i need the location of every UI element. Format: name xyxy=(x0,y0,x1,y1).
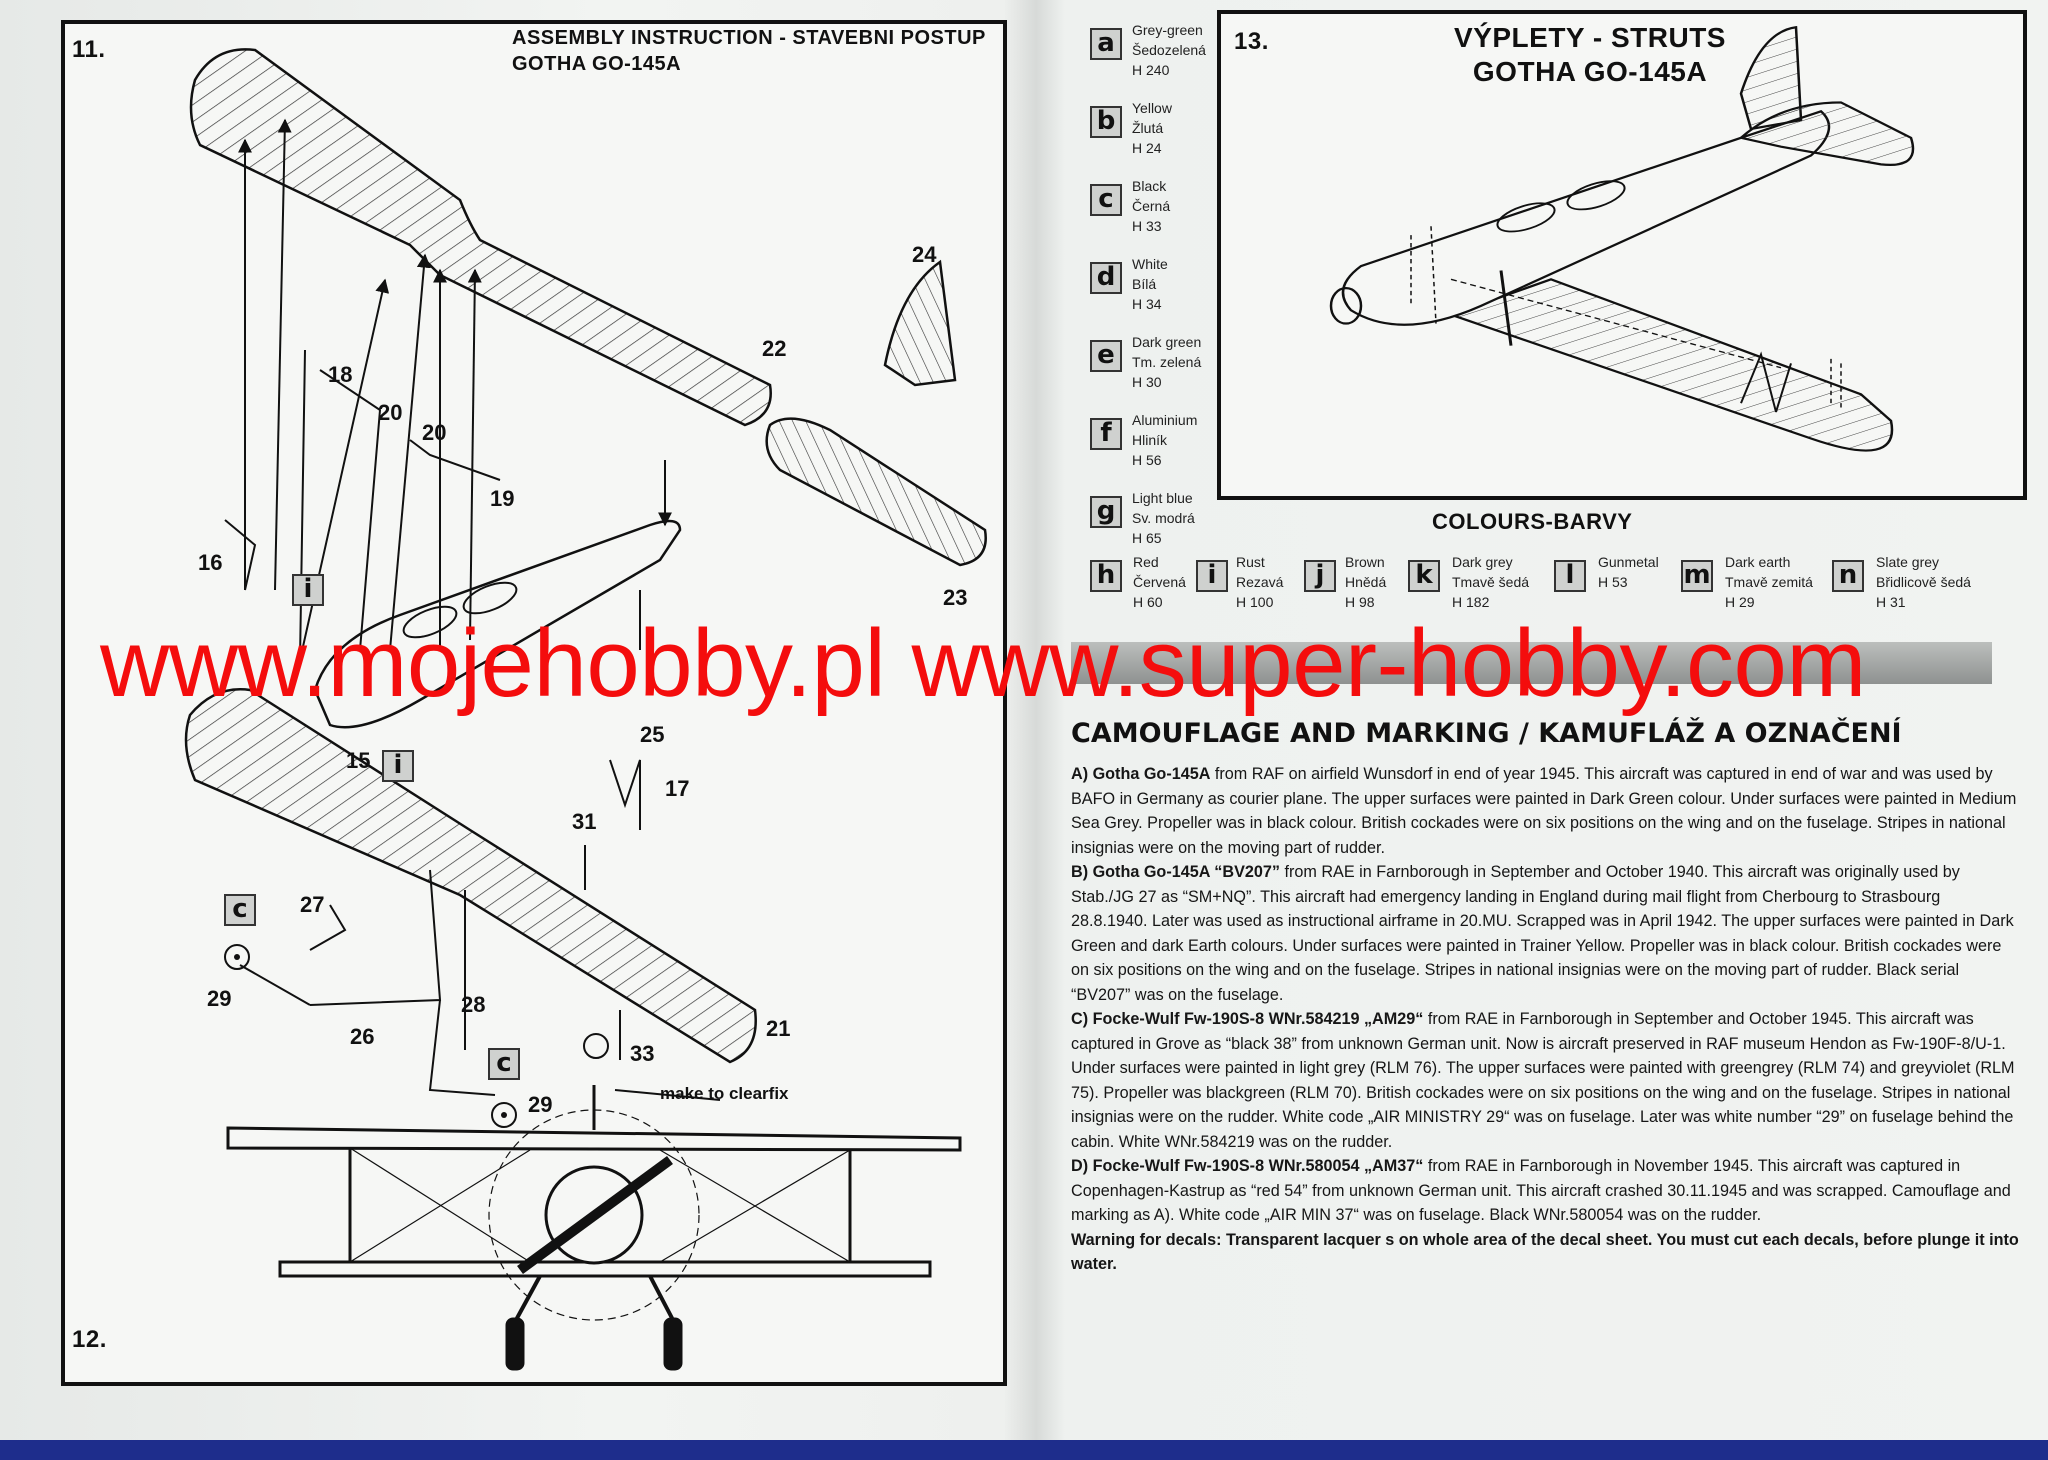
strut-parts-and-arrows xyxy=(224,118,721,1101)
watermark: www.mojehobby.pl www.super-hobby.com xyxy=(100,610,1866,717)
scheme-d: D) Focke-Wulf Fw-190S-8 WNr.580054 „AM37… xyxy=(1071,1157,2011,1224)
part-number: 17 xyxy=(665,776,689,801)
fin xyxy=(883,259,957,387)
assembly-subheader: GOTHA GO-145A xyxy=(512,53,682,75)
colour-swatch-m: m xyxy=(1681,560,1713,592)
camouflage-title: CAMOUFLAGE AND MARKING / KAMUFLÁŽ A OZNA… xyxy=(1071,718,1902,749)
fuselage xyxy=(313,519,682,729)
clearfix-note: make to clearfix xyxy=(660,1084,789,1103)
marking-descriptions: A) Gotha Go-145A from RAF on airfield Wu… xyxy=(1071,762,2021,1277)
part-number: 22 xyxy=(762,336,786,361)
step-number-13: 13. xyxy=(1234,28,1269,55)
colour-swatch-g: g xyxy=(1090,496,1122,528)
part-number: 19 xyxy=(490,486,514,511)
part-number: 18 xyxy=(328,362,352,387)
scheme-b: B) Gotha Go-145A “BV207” from RAE in Far… xyxy=(1071,863,2014,1004)
struts-drawing xyxy=(1329,25,1915,452)
colour-swatch-i: i xyxy=(1196,560,1228,592)
colour-callout: i xyxy=(292,574,324,606)
colour-callout: c xyxy=(224,894,256,926)
part-number: 31 xyxy=(572,809,596,834)
part-number: 20 xyxy=(378,400,402,425)
front-view-biplane xyxy=(226,1085,962,1371)
upper-wing xyxy=(189,48,772,427)
part-number: 21 xyxy=(766,1016,790,1041)
part-number: 29 xyxy=(207,986,231,1011)
assembly-drawing: 24 22 18 20 20 19 16 23 25 15 17 31 27 2… xyxy=(184,48,987,1371)
table-surface xyxy=(0,1440,2048,1460)
scheme-a: A) Gotha Go-145A from RAF on airfield Wu… xyxy=(1071,765,2017,857)
colours-title: COLOURS-BARVY xyxy=(1432,509,1633,534)
section-divider-bar xyxy=(1071,642,1992,684)
struts-frame xyxy=(1217,10,2027,500)
part-number: 27 xyxy=(300,892,324,917)
part-number: 16 xyxy=(198,550,222,575)
part-number: 25 xyxy=(640,722,664,747)
colour-swatch-j: j xyxy=(1304,560,1336,592)
colour-swatch-k: k xyxy=(1408,560,1440,592)
part-number: 28 xyxy=(461,992,485,1017)
colour-swatch-h: h xyxy=(1090,560,1122,592)
struts-subtitle: GOTHA GO-145A xyxy=(1472,56,1708,87)
colour-swatch-d: d xyxy=(1090,262,1122,294)
part-number: 20 xyxy=(422,420,446,445)
tailplane xyxy=(765,417,987,567)
colour-swatch-n: n xyxy=(1832,560,1864,592)
colour-swatch-l: l xyxy=(1554,560,1586,592)
part-number: 23 xyxy=(943,585,967,610)
assembly-header: ASSEMBLY INSTRUCTION - STAVEBNI POSTUP xyxy=(512,27,986,49)
part-number: 24 xyxy=(912,242,937,267)
colour-swatch-f: f xyxy=(1090,418,1122,450)
step-number-11: 11. xyxy=(72,36,106,63)
colour-callout: c xyxy=(488,1048,520,1080)
decal-warning: Warning for decals: Transparent lacquer … xyxy=(1071,1230,2019,1274)
colour-swatch-e: e xyxy=(1090,340,1122,372)
part-number: 15 xyxy=(346,748,370,773)
colour-callout: i xyxy=(382,750,414,782)
part-number: 26 xyxy=(350,1024,374,1049)
colour-swatch-c: c xyxy=(1090,184,1122,216)
scheme-c: C) Focke-Wulf Fw-190S-8 WNr.584219 „AM29… xyxy=(1071,1010,2015,1151)
step-number-12: 12. xyxy=(72,1326,107,1353)
lower-wing xyxy=(184,688,757,1064)
struts-title: VÝPLETY - STRUTS xyxy=(1454,22,1726,53)
part-number: 33 xyxy=(630,1041,654,1066)
part-number: 29 xyxy=(528,1092,552,1117)
colour-swatch-b: b xyxy=(1090,106,1122,138)
colour-swatch-a: a xyxy=(1090,28,1122,60)
